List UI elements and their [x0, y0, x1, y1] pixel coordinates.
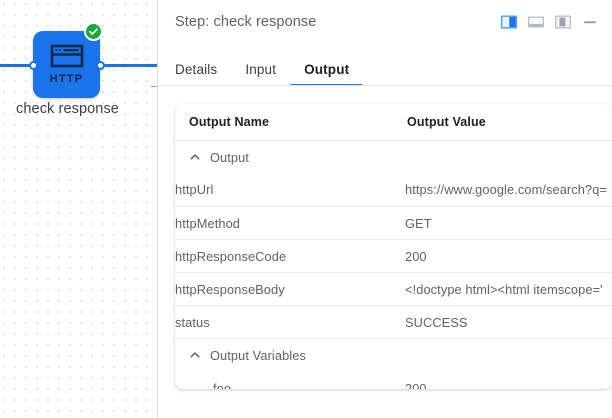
row-value: GET: [405, 206, 612, 240]
table-group-row-output[interactable]: Output: [175, 141, 612, 174]
tab-input[interactable]: Input: [245, 62, 277, 77]
group-name-cell: Output Variables: [175, 338, 405, 372]
table-group-row-output-variables[interactable]: Output Variables: [175, 338, 612, 372]
row-value-text: GET: [405, 215, 432, 231]
chevron-up-icon[interactable]: [189, 349, 201, 361]
row-name: httpMethod: [175, 206, 405, 240]
row-value: https://www.google.com/search?q=: [405, 174, 612, 207]
workflow-node-check-response[interactable]: HTTP: [33, 31, 100, 98]
table-row[interactable]: httpResponseCode 200: [175, 239, 612, 273]
row-value-text: 200: [405, 380, 427, 390]
row-name: httpResponseCode: [175, 239, 405, 273]
row-name: foo: [213, 380, 232, 390]
output-table-head: Output Name Output Value: [175, 104, 612, 141]
edge-incoming: [0, 64, 40, 67]
row-name: status: [175, 305, 405, 339]
group-cell-output: Output: [175, 150, 405, 165]
step-detail-panel: Step: check response: [158, 0, 612, 418]
row-value-text: 200: [405, 248, 427, 264]
node-input-port[interactable]: [29, 61, 38, 70]
row-value: 200: [405, 372, 612, 390]
panel-header-actions: [500, 14, 598, 30]
column-header-output-value: Output Value: [405, 104, 612, 141]
table-row[interactable]: httpMethod GET: [175, 206, 612, 240]
row-value: SUCCESS: [405, 305, 612, 339]
workflow-canvas[interactable]: HTTP check response: [0, 0, 158, 418]
column-header-output-name: Output Name: [175, 104, 405, 141]
node-output-port[interactable]: [96, 61, 105, 70]
row-value-text: https://www.google.com/search?q=: [405, 182, 608, 198]
panel-body: Output Name Output Value: [158, 86, 612, 418]
table-row[interactable]: status SUCCESS: [175, 305, 612, 339]
tab-details[interactable]: Details: [175, 62, 218, 77]
row-value: 200: [405, 239, 612, 273]
row-value: <!doctype html><html itemscope=': [405, 272, 612, 306]
table-row[interactable]: httpUrl https://www.google.com/search?q=: [175, 174, 612, 207]
tabs-underline: [158, 85, 612, 86]
row-value-text: <!doctype html><html itemscope=': [405, 281, 603, 297]
table-header-row: Output Name Output Value: [175, 104, 612, 141]
node-content: HTTP: [50, 44, 84, 85]
group-name-cell: Output: [175, 141, 405, 174]
group-label: Output: [210, 149, 250, 165]
group-cell-output-variables: Output Variables: [175, 348, 405, 363]
table-row[interactable]: httpResponseBody <!doctype html><html it…: [175, 272, 612, 306]
success-check-icon: [84, 22, 103, 41]
group-value-cell: [405, 141, 612, 174]
row-name: httpResponseBody: [175, 272, 405, 306]
node-label: check response: [16, 101, 119, 117]
chevron-up-icon[interactable]: [189, 151, 201, 163]
http-node-icon: [50, 44, 84, 73]
output-table-card: Output Name Output Value: [175, 104, 612, 389]
group-value-cell: [405, 338, 612, 372]
panel-title: Step: check response: [175, 14, 317, 30]
output-table-body: Output httpUrl https://www.google.com/se…: [175, 141, 612, 390]
split-bottom-panel-icon[interactable]: [528, 14, 544, 30]
panel-tabs: Details Input Output: [158, 44, 612, 86]
node-icon-label: HTTP: [49, 73, 84, 85]
group-label: Output Variables: [210, 347, 306, 363]
edge-secondary: [151, 86, 158, 87]
split-left-panel-icon[interactable]: [500, 14, 518, 30]
row-name: httpUrl: [175, 182, 214, 198]
table-row[interactable]: foo 200: [175, 372, 612, 390]
edge-outgoing: [100, 64, 158, 67]
row-value-text: SUCCESS: [405, 314, 468, 330]
canvas-panel-divider: [157, 0, 158, 418]
tab-output[interactable]: Output: [290, 62, 364, 86]
split-right-panel-icon[interactable]: [555, 14, 571, 30]
output-table: Output Name Output Value: [175, 104, 612, 389]
minimize-icon[interactable]: [582, 14, 598, 30]
panel-header: Step: check response: [158, 0, 612, 44]
